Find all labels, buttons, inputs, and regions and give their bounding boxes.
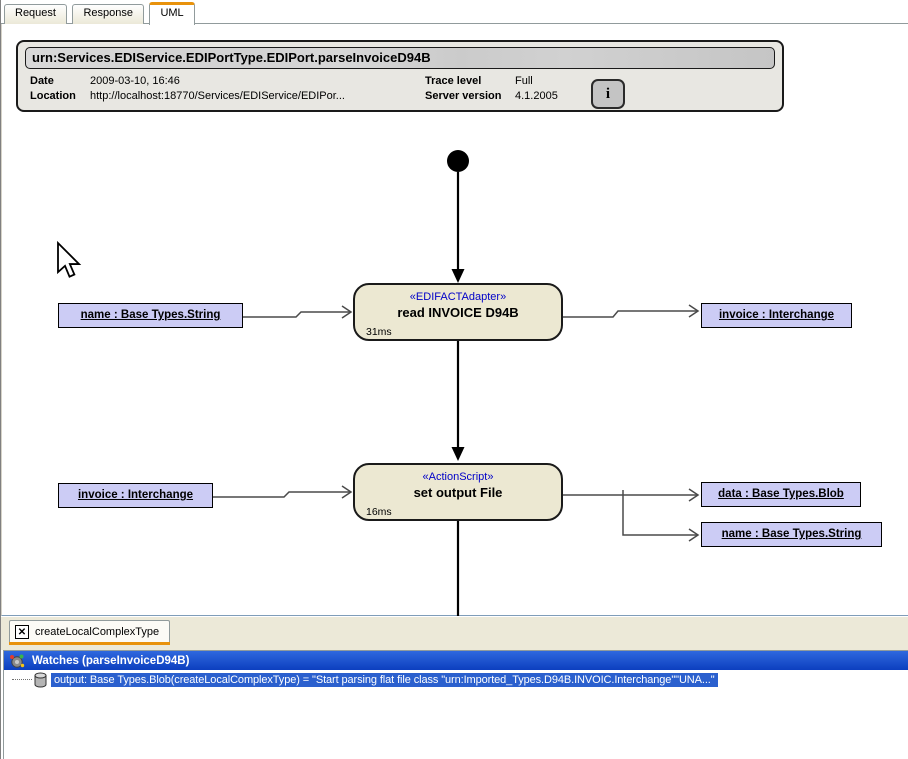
location-label-text: Location xyxy=(30,90,76,102)
date-label: Date xyxy=(30,75,54,87)
activity-set-output-file[interactable]: «ActionScript» set output File 16ms xyxy=(353,463,563,521)
server-version-value: 4.1.2005 xyxy=(515,90,558,102)
tab-response[interactable]: Response xyxy=(72,4,144,24)
activity-stereotype: «EDIFACTAdapter» xyxy=(409,291,507,303)
service-title: urn:Services.EDIService.EDIPortType.EDIP… xyxy=(25,47,775,69)
date-value: 2009-03-10, 16:46 xyxy=(90,75,180,87)
tab-create-local-complex-type[interactable]: ✕ createLocalComplexType xyxy=(9,620,171,645)
activity-stereotype: «ActionScript» xyxy=(422,471,494,483)
bottom-tabbar: ✕ createLocalComplexType xyxy=(1,617,908,650)
bottom-tab-label: createLocalComplexType xyxy=(35,625,160,638)
tree-connector xyxy=(12,679,32,680)
watches-icon xyxy=(9,653,25,669)
activity-duration: 31ms xyxy=(366,326,392,338)
server-version-label: Server version xyxy=(425,90,501,102)
param-name-string-out[interactable]: name : Base Types.String xyxy=(701,522,882,547)
trace-level-label: Trace level xyxy=(425,75,481,87)
param-invoice-out[interactable]: invoice : Interchange xyxy=(701,303,852,328)
trace-level-value: Full xyxy=(515,75,533,87)
close-icon[interactable]: ✕ xyxy=(15,624,29,639)
trace-level-label-text: Trace level xyxy=(425,75,482,87)
location-value: http://localhost:18770/Services/EDIServi… xyxy=(90,90,345,102)
watches-header: Watches (parseInvoiceD94B) xyxy=(4,651,908,670)
date-label-text: Date xyxy=(30,75,54,87)
info-button[interactable]: i xyxy=(591,79,625,109)
trace-header-panel: urn:Services.EDIService.EDIPortType.EDIP… xyxy=(16,40,784,112)
activity-duration: 16ms xyxy=(366,506,392,518)
activity-name: read INVOICE D94B xyxy=(397,305,519,320)
watch-entry-row[interactable]: output: Base Types.Blob(createLocalCompl… xyxy=(4,671,908,688)
param-invoice-in[interactable]: invoice : Interchange xyxy=(58,483,213,508)
blob-icon xyxy=(34,672,47,688)
top-tabbar: Request Response UML xyxy=(1,0,908,25)
watches-panel: Watches (parseInvoiceD94B) output: Base … xyxy=(3,650,908,759)
param-data-blob-out[interactable]: data : Base Types.Blob xyxy=(701,482,861,507)
server-version-label-text: Server version xyxy=(425,90,502,102)
activity-name: set output File xyxy=(413,485,503,500)
param-name-string-in[interactable]: name : Base Types.String xyxy=(58,303,243,328)
watches-title: Watches (parseInvoiceD94B) xyxy=(32,654,190,667)
watch-entry-text: output: Base Types.Blob(createLocalCompl… xyxy=(51,672,718,687)
tab-uml[interactable]: UML xyxy=(149,2,195,25)
location-label: Location xyxy=(30,90,76,102)
tab-request[interactable]: Request xyxy=(4,4,67,24)
activity-read-invoice-d94b[interactable]: «EDIFACTAdapter» read INVOICE D94B 31ms xyxy=(353,283,563,341)
